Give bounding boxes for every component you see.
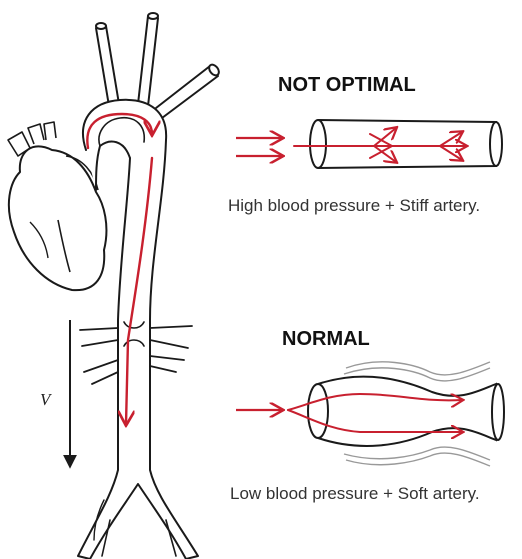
velocity-label: V (40, 390, 50, 410)
top-panel-heading: NOT OPTIMAL (278, 74, 416, 97)
bottom-panel-heading: NORMAL (282, 328, 370, 351)
top-panel-caption: High blood pressure + Stiff artery. (228, 196, 480, 216)
soft-artery-diagram (236, 362, 504, 466)
stiff-artery-diagram (236, 120, 502, 168)
aorta-illustration (78, 13, 221, 559)
bottom-panel-caption: Low blood pressure + Soft artery. (230, 484, 480, 504)
